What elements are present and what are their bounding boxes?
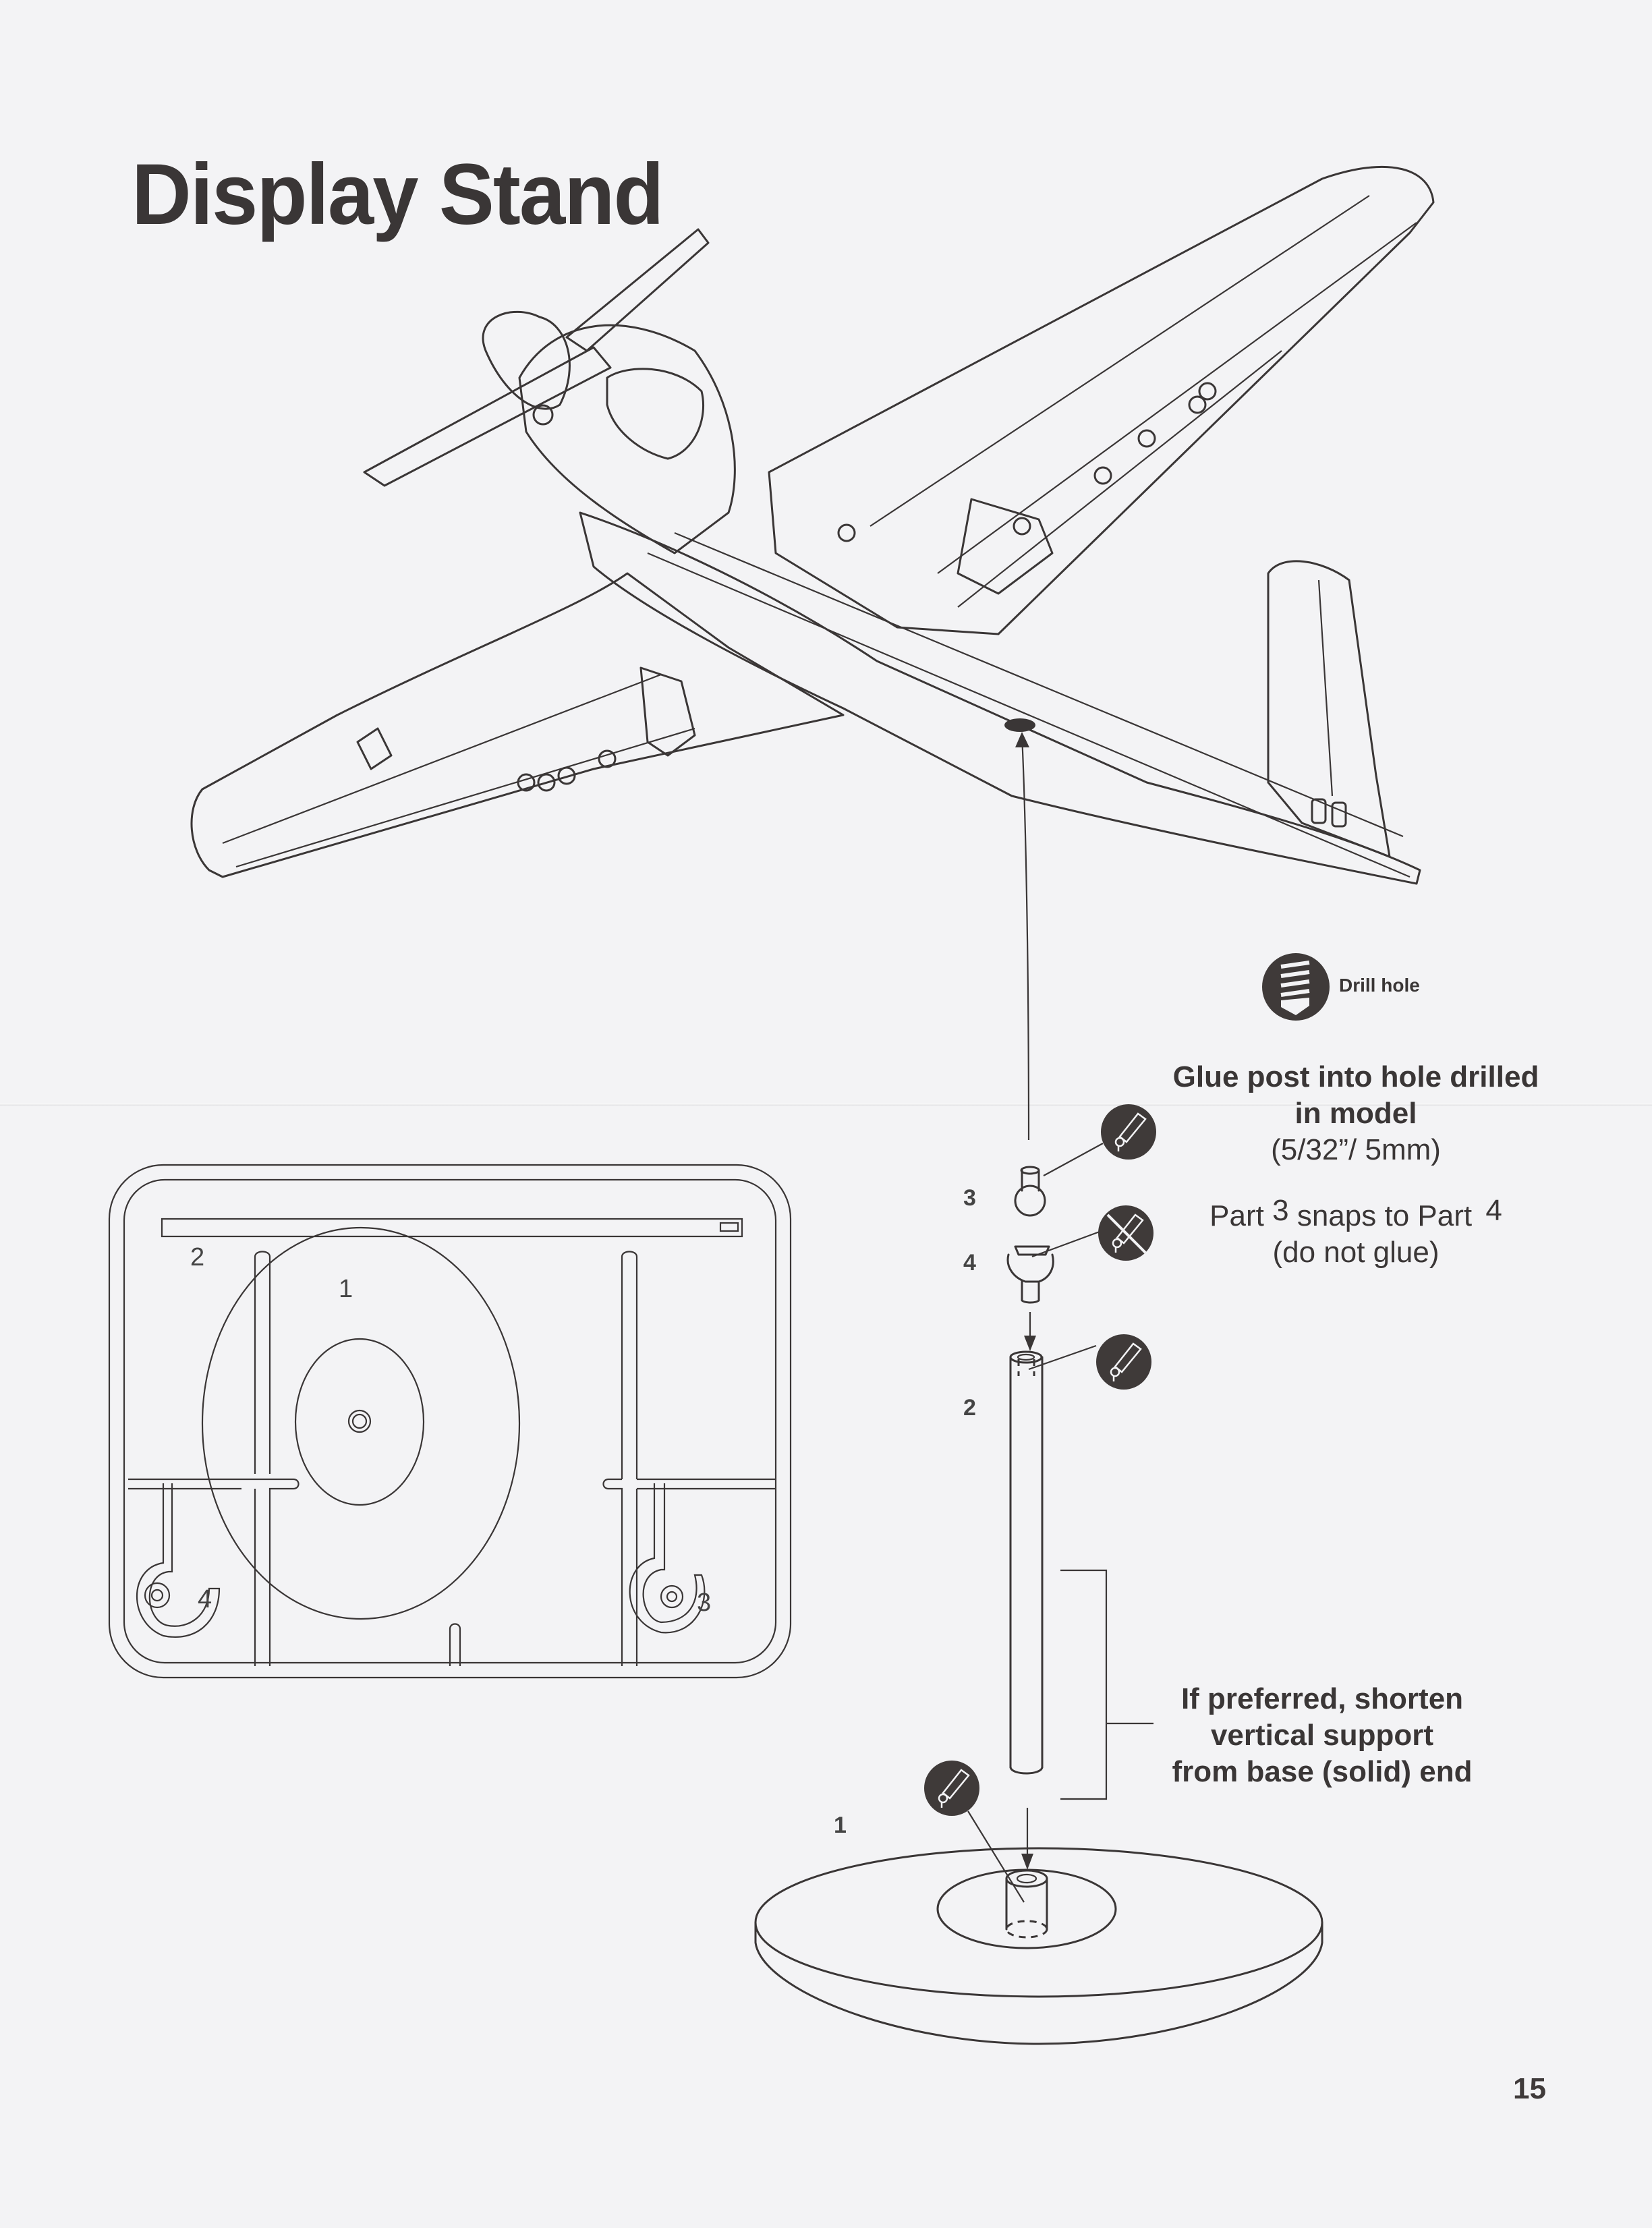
sprue-label-3: 3 xyxy=(697,1589,712,1617)
part-2-vertical-support-tube xyxy=(1009,1350,1044,1775)
snap-note-line1: Part 3 snaps to Part 4 xyxy=(1209,1194,1502,1232)
shorten-bracket xyxy=(1060,1569,1108,1800)
arrow-to-drill-hole xyxy=(1021,735,1030,1141)
paper-fold-crease xyxy=(0,1104,1652,1106)
glue-post-note: Glue post into hole drilled in model (5/… xyxy=(1147,1059,1565,1168)
drill-hole-label: Drill hole xyxy=(1339,975,1420,996)
glue-icon xyxy=(1101,1104,1156,1160)
glue-post-note-line2: in model xyxy=(1294,1097,1417,1130)
airplane-illustration xyxy=(190,165,1435,1141)
glue-icon xyxy=(924,1761,979,1816)
drill-hole-mark xyxy=(1004,718,1035,732)
part-4-socket-cup xyxy=(1006,1245,1054,1304)
sprue-label-2: 2 xyxy=(190,1243,205,1272)
sprue-label-1: 1 xyxy=(339,1275,353,1303)
shorten-note-line1: If preferred, shorten xyxy=(1180,1682,1464,1715)
part-label-2: 2 xyxy=(963,1395,976,1421)
propeller-blade-right xyxy=(565,228,710,352)
part-3-ball-post xyxy=(1014,1166,1046,1217)
part-1-on-sprue xyxy=(201,1226,521,1620)
glue-post-note-line1: Glue post into hole drilled xyxy=(1172,1060,1539,1093)
snap-note: Part 3 snaps to Part 4 (do not glue) xyxy=(1174,1194,1538,1271)
page-number: 15 xyxy=(1513,2072,1546,2105)
page-title: Display Stand xyxy=(132,146,664,243)
part-4-on-sprue xyxy=(136,1483,221,1638)
part-3-on-sprue xyxy=(629,1483,706,1634)
snap-note-line2: (do not glue) xyxy=(1272,1236,1440,1269)
left-wing xyxy=(190,572,845,878)
part-label-3: 3 xyxy=(963,1185,976,1211)
part-2-on-sprue xyxy=(161,1218,743,1238)
parts-sprue-diagram xyxy=(108,1164,792,1679)
part-label-1: 1 xyxy=(834,1812,847,1838)
cowl-intake xyxy=(606,368,705,460)
glue-post-note-line3: (5/32”/ 5mm) xyxy=(1271,1133,1441,1166)
shorten-note-line2: vertical support xyxy=(1210,1719,1434,1752)
cowling xyxy=(518,324,736,554)
right-wing xyxy=(768,165,1435,635)
tail-fin xyxy=(1267,560,1391,858)
shorten-note-line3: from base (solid) end xyxy=(1172,1755,1473,1788)
propeller-blade-left xyxy=(363,346,612,487)
no-glue-icon xyxy=(1098,1205,1153,1261)
shorten-note: If preferred, shorten vertical support f… xyxy=(1160,1681,1484,1790)
fuselage xyxy=(579,511,1421,885)
part-label-4: 4 xyxy=(963,1250,976,1276)
sprue-label-4: 4 xyxy=(198,1585,212,1613)
glue-icon xyxy=(1096,1334,1151,1390)
drill-hole-icon xyxy=(1262,953,1330,1021)
part-1-base-disc xyxy=(754,1847,1323,2045)
